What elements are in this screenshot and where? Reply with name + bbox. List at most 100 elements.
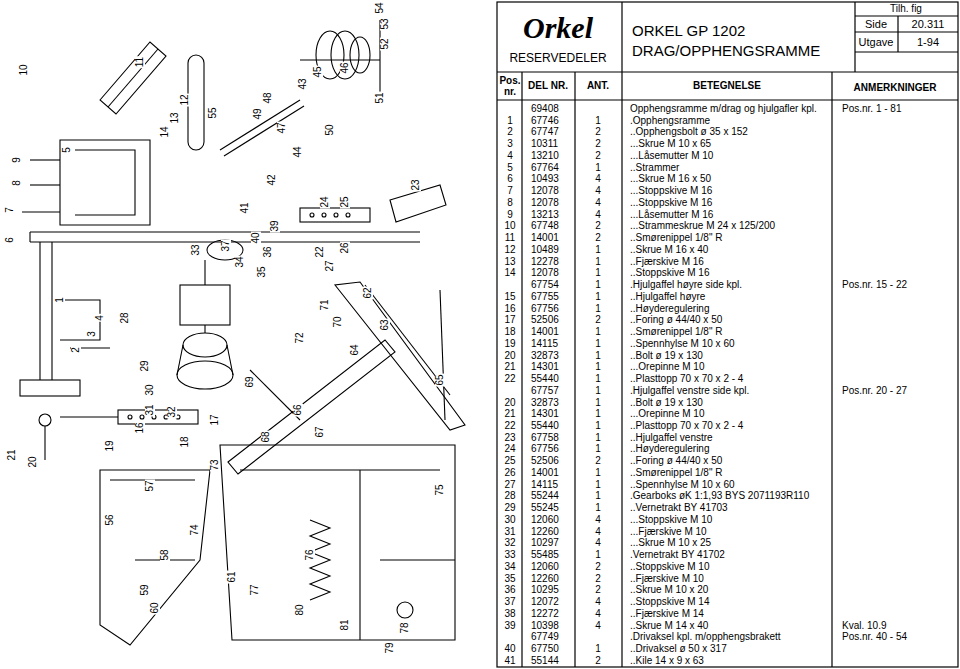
callout-number: 37 <box>221 239 231 252</box>
position-number: 9 <box>507 210 513 220</box>
quantity: 1 <box>595 644 601 654</box>
quantity: 4 <box>595 210 601 220</box>
part-number: 10297 <box>531 538 559 548</box>
description: ..Skrue M 10 x 20 <box>630 585 708 595</box>
position-number: 6 <box>507 174 513 184</box>
quantity: 4 <box>595 515 601 525</box>
part-number: 14115 <box>531 339 558 349</box>
callout-number: 26 <box>340 241 350 254</box>
callout-number: 13 <box>170 111 180 124</box>
quantity: 1 <box>595 421 601 431</box>
callout-number: 34 <box>235 255 245 268</box>
callout-number: 47 <box>277 121 287 134</box>
remark: Pos.nr. 40 - 54 <box>842 632 907 642</box>
column-header: Pos. nr. <box>498 75 522 97</box>
description: ..Bolt ø 19 x 130 <box>630 351 703 361</box>
column-header: DEL NR. <box>528 81 568 91</box>
callout-number: 80 <box>295 603 305 616</box>
brand-logo: Orkel <box>523 13 593 43</box>
callout-number: 56 <box>105 513 115 526</box>
description: ...Orepinne M 10 <box>630 409 704 419</box>
quantity: 4 <box>595 597 601 607</box>
position-number: 27 <box>504 480 515 490</box>
remark: Kval. 10.9 <box>842 621 886 631</box>
position-number: 39 <box>504 621 515 631</box>
callout-number: 79 <box>385 641 395 654</box>
callout-number: 73 <box>210 458 220 471</box>
position-number: 20 <box>504 351 515 361</box>
position-number: 11 <box>505 233 515 243</box>
callout-number: 2 <box>71 346 81 354</box>
part-number: 10493 <box>531 174 559 184</box>
callout-number: 74 <box>190 523 200 536</box>
position-number: 21 <box>504 362 515 372</box>
position-number: 41 <box>504 656 515 666</box>
description: ..Fjærskive M 14 <box>630 609 704 619</box>
remark: Pos.nr. 20 - 27 <box>842 386 907 396</box>
callout-number: 68 <box>261 430 271 443</box>
callout-number: 8 <box>12 179 22 187</box>
callout-number: 41 <box>240 201 250 214</box>
callout-number: 60 <box>150 601 160 614</box>
description: ..Drivaksel ø 50 x 317 <box>630 644 727 654</box>
machine-model: ORKEL GP 1202 <box>632 23 745 38</box>
remark: Pos.nr. 15 - 22 <box>842 280 907 290</box>
assembly-title: DRAG/OPPHENGSRAMME <box>632 43 820 58</box>
description: ...Skrue M 16 x 50 <box>630 174 711 184</box>
position-number: 38 <box>504 609 515 619</box>
quantity: 1 <box>595 257 601 267</box>
quantity: 1 <box>595 163 601 173</box>
position-number: 21 <box>504 409 515 419</box>
part-number: 67756 <box>531 304 559 314</box>
callout-number: 75 <box>435 483 445 496</box>
description: ..Opphengsbolt ø 35 x 152 <box>630 127 748 137</box>
description: ...Fjærskive M 10 <box>630 527 707 537</box>
quantity: 1 <box>595 480 601 490</box>
description: ...Stoppskive M 16 <box>630 186 712 196</box>
part-number: 55440 <box>531 374 559 384</box>
description: ..Strammer <box>630 163 679 173</box>
callout-number: 33 <box>191 243 201 256</box>
callout-number: 3 <box>87 330 97 338</box>
part-number: 32873 <box>531 398 559 408</box>
description: ..Stoppskive M 16 <box>630 268 709 278</box>
part-number: 69408 <box>531 104 559 114</box>
part-number: 67764 <box>531 163 559 173</box>
quantity: 1 <box>595 280 601 290</box>
description: ..Smørenippel 1/8" R <box>630 468 722 478</box>
quantity: 1 <box>595 491 601 501</box>
column-header: BETEGNELSE <box>693 81 761 91</box>
part-number: 67757 <box>531 386 559 396</box>
quantity: 1 <box>595 503 601 513</box>
callout-number: 7 <box>5 206 15 214</box>
callout-number: 49 <box>253 107 263 120</box>
description: ..Plasttopp 70 x 70 x 2 - 4 <box>630 374 743 384</box>
callout-number: 69 <box>245 375 255 388</box>
description: ..Hjulgaffel venstre <box>630 433 713 443</box>
position-number: 30 <box>504 515 515 525</box>
callout-number: 45 <box>313 65 323 78</box>
quantity: 1 <box>595 433 601 443</box>
part-number: 67754 <box>531 280 559 290</box>
callout-number: 66 <box>293 403 303 416</box>
position-number: 28 <box>504 491 515 501</box>
description: ..Spennhylse M 10 x 60 <box>630 339 735 349</box>
callout-number: 30 <box>145 383 155 396</box>
part-number: 13213 <box>531 210 559 220</box>
callout-number: 24 <box>320 195 330 208</box>
callout-number: 6 <box>5 236 15 244</box>
catalog-type: RESERVEDELER <box>509 52 606 64</box>
callout-number: 1 <box>55 296 65 304</box>
callout-number: 59 <box>140 583 150 596</box>
callout-number: 76 <box>305 548 315 561</box>
field-label: Side <box>865 19 887 30</box>
description: ..Vernetrakt BY 41703 <box>630 503 728 513</box>
callout-number: 10 <box>19 63 29 76</box>
callout-number: 42 <box>267 173 277 186</box>
part-number: 55245 <box>531 503 559 513</box>
table-frame <box>497 2 958 667</box>
callout-number: 25 <box>340 195 350 208</box>
quantity: 4 <box>595 198 601 208</box>
callout-number: 23 <box>411 178 421 191</box>
